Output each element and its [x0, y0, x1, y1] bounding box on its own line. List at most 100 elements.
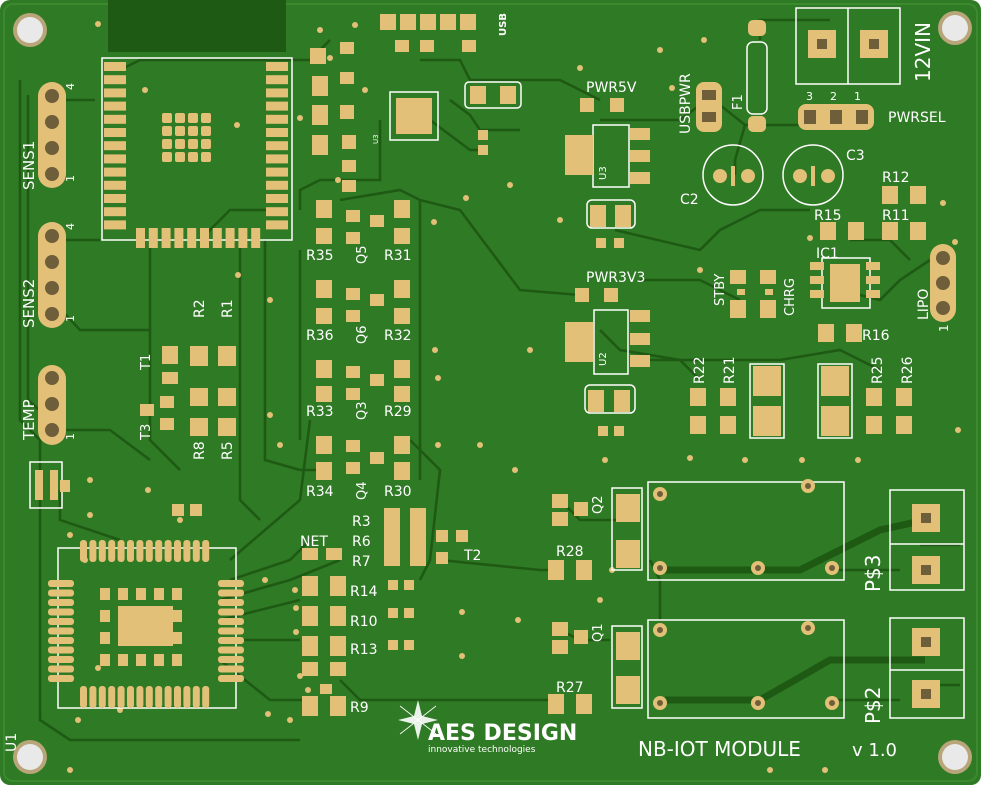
- label-lipo-pin1: 1: [937, 324, 951, 332]
- mid-right-parts: [690, 363, 912, 439]
- label-t2: T2: [463, 548, 481, 564]
- smd-pad: [104, 180, 126, 190]
- smd-pad: [183, 686, 191, 708]
- aes-logo: AES DESIGN innovative technologies: [398, 700, 577, 755]
- smd-pad: [175, 126, 185, 136]
- smd-pad: [266, 62, 288, 71]
- label-r32: R32: [384, 328, 412, 344]
- net-driver-parts: [302, 508, 468, 716]
- smd-pad: [266, 128, 288, 137]
- label-r11: R11: [882, 208, 910, 224]
- sens2-header: [38, 222, 66, 328]
- smd-pad: [98, 686, 106, 708]
- label-pwrsel-pin1: 1: [854, 90, 861, 103]
- label-r12: R12: [882, 170, 910, 186]
- smd-pad: [266, 194, 288, 203]
- smd-pad: [218, 656, 244, 663]
- smd-pad: [48, 675, 74, 682]
- smd-pad: [136, 588, 146, 600]
- smd-pad: [266, 180, 288, 190]
- label-c2: C2: [680, 192, 699, 208]
- label-chrg: CHRG: [783, 278, 798, 316]
- regulator-u3: [565, 98, 650, 248]
- label-r29: R29: [384, 404, 412, 420]
- smd-pad: [104, 141, 126, 151]
- smd-pad: [174, 686, 181, 708]
- smd-pad: [192, 686, 200, 708]
- smd-pad: [162, 113, 172, 123]
- smd-pad: [162, 126, 172, 136]
- smd-pad: [104, 62, 126, 71]
- smd-pad: [104, 194, 126, 203]
- smd-pad: [154, 654, 164, 666]
- label-pwr5v: PWR5V: [586, 80, 637, 96]
- smd-pad: [188, 126, 198, 136]
- label-r3: R3: [352, 514, 371, 530]
- label-r22: R22: [692, 356, 708, 384]
- smd-pad: [154, 588, 164, 600]
- label-pwrsel: PWRSEL: [888, 110, 946, 126]
- smd-pad: [183, 540, 191, 562]
- label-r1: R1: [220, 299, 236, 318]
- label-sens2-pin4: 4: [64, 223, 77, 230]
- label-r16: R16: [862, 328, 890, 344]
- smd-pad: [104, 75, 126, 85]
- smd-pad: [188, 139, 198, 149]
- smd-pad: [175, 152, 185, 162]
- smd-pad: [201, 113, 211, 123]
- label-r2: R2: [192, 299, 208, 318]
- module-title: NB-IOT MODULE: [638, 737, 801, 761]
- smd-pad: [48, 589, 74, 597]
- smd-pad: [212, 228, 222, 248]
- smd-pad: [202, 686, 210, 708]
- smd-pad: [251, 228, 261, 248]
- relay-lower: [548, 619, 845, 719]
- label-r36: R36: [306, 328, 334, 344]
- capacitor-c3: [782, 144, 844, 206]
- smd-pad: [161, 228, 171, 248]
- smd-pad: [201, 126, 211, 136]
- smd-pad: [201, 139, 211, 149]
- label-r10: R10: [350, 614, 378, 630]
- smd-pad: [48, 656, 74, 663]
- logo-sub-text: innovative technologies: [428, 745, 536, 755]
- smd-pad: [266, 75, 288, 85]
- label-pwr3v3: PWR3V3: [586, 270, 645, 286]
- smd-pad: [218, 646, 244, 654]
- smd-pad: [218, 675, 244, 682]
- label-q4: Q4: [355, 481, 370, 500]
- label-u3-chip: U3: [372, 134, 380, 144]
- smd-pad: [218, 589, 244, 597]
- smd-pad: [155, 686, 163, 708]
- pwrsel-header: [798, 104, 874, 130]
- label-u3: U3: [598, 166, 609, 180]
- smd-pad: [136, 686, 144, 708]
- label-u2: U2: [598, 352, 609, 366]
- relay-upper: [548, 479, 845, 581]
- smd-pad: [136, 228, 145, 248]
- smd-pad: [48, 618, 74, 625]
- usb-bridge-chip: [310, 14, 522, 192]
- vias: [67, 21, 961, 773]
- transistor-cluster: [316, 200, 410, 480]
- crystal-component: [29, 461, 70, 509]
- status-leds: [730, 270, 776, 318]
- smd-pad: [164, 540, 172, 562]
- smd-pad: [155, 540, 163, 562]
- smd-pad: [108, 686, 116, 708]
- label-r33: R33: [306, 404, 334, 420]
- label-r26: R26: [900, 356, 916, 384]
- sens1-header: [38, 82, 66, 188]
- smd-pad: [48, 580, 74, 587]
- charger-ic1: [810, 257, 880, 342]
- label-usb: USB: [498, 13, 509, 36]
- smd-pad: [266, 88, 288, 98]
- smd-pad: [266, 101, 288, 111]
- smd-pad: [200, 228, 209, 248]
- label-net: NET: [300, 534, 328, 550]
- smd-pad: [175, 113, 185, 123]
- label-u1: U1: [4, 733, 20, 752]
- label-f1: F1: [731, 94, 746, 110]
- label-sens2-pin1: 1: [64, 315, 77, 322]
- label-r34: R34: [306, 484, 334, 500]
